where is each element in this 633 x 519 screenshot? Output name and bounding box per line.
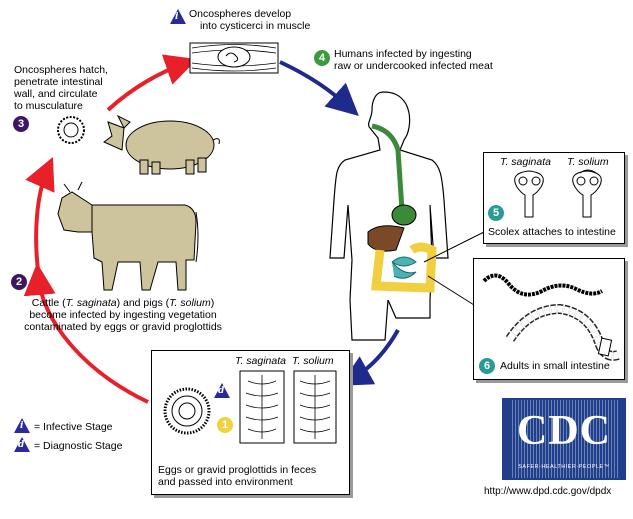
arrow-to-muscle	[106, 54, 198, 112]
step-6-number: 6	[479, 358, 495, 374]
human-figure-icon	[329, 91, 449, 341]
pig-icon	[103, 114, 220, 175]
step-2-number: 2	[11, 274, 27, 290]
legend-diagnostic-icon: d	[14, 437, 30, 452]
species-saginata: T. saginata	[500, 156, 551, 168]
step-5-number: 5	[488, 205, 504, 221]
step-3-number: 3	[13, 116, 29, 132]
cow-icon	[57, 181, 199, 291]
step-1-label: Eggs or gravid proglottids in feces and …	[158, 464, 317, 488]
eggs-box: T. saginata T. solium d 1 Eggs or gravid…	[151, 350, 350, 495]
step-2-label: Cattle (T. saginata) and pigs (T. solium…	[24, 297, 222, 333]
step-4-label: Humans infected by ingesting raw or unde…	[334, 48, 493, 72]
species-saginata-2: T. saginata	[235, 355, 286, 367]
scolex-box: T. saginata T. solium 5 Scolex attaches …	[483, 152, 625, 244]
species-solium-2: T. solium	[292, 355, 334, 367]
proglottid-icon	[239, 370, 337, 444]
oncosphere-icon	[57, 116, 85, 144]
step-3-label: Oncospheres hatch, penetrate intestinal …	[14, 64, 108, 112]
step-1-number: 1	[217, 417, 233, 433]
egg-icon	[163, 387, 211, 435]
diagnostic-stage-symbol: d	[214, 383, 230, 398]
cdc-logo-text: CDC	[517, 408, 611, 454]
cdc-url[interactable]: http://www.dpd.cdc.gov/dpdx	[484, 486, 612, 497]
cdc-logo: CDC SAFER·HEALTHIER·PEOPLE™	[502, 398, 626, 480]
adults-box: 6 Adults in small intestine	[473, 258, 625, 380]
step-6-label: Adults in small intestine	[500, 360, 610, 372]
step-4-number: 4	[314, 50, 330, 66]
legend-infective-label: = Infective Stage	[34, 421, 113, 433]
arrow-to-human	[279, 60, 359, 117]
legend-diagnostic-label: = Diagnostic Stage	[34, 440, 123, 452]
step-top-label: Oncospheres develop into cysticerci in m…	[189, 8, 311, 32]
eggs-artwork	[163, 370, 337, 444]
tapeworm-icon	[482, 273, 620, 361]
step-5-label: Scolex attaches to intestine	[488, 226, 616, 238]
arrow-to-cattle	[25, 157, 55, 271]
legend-infective-icon: i	[14, 418, 30, 433]
arrow-to-environment	[23, 263, 149, 404]
species-solium: T. solium	[567, 156, 609, 168]
cdc-tagline: SAFER·HEALTHIER·PEOPLE™	[518, 464, 610, 470]
arrow-to-feces	[339, 329, 400, 386]
cyst-icon	[189, 42, 279, 74]
scolex-icon	[514, 169, 602, 218]
infective-stage-symbol: i	[170, 9, 186, 24]
